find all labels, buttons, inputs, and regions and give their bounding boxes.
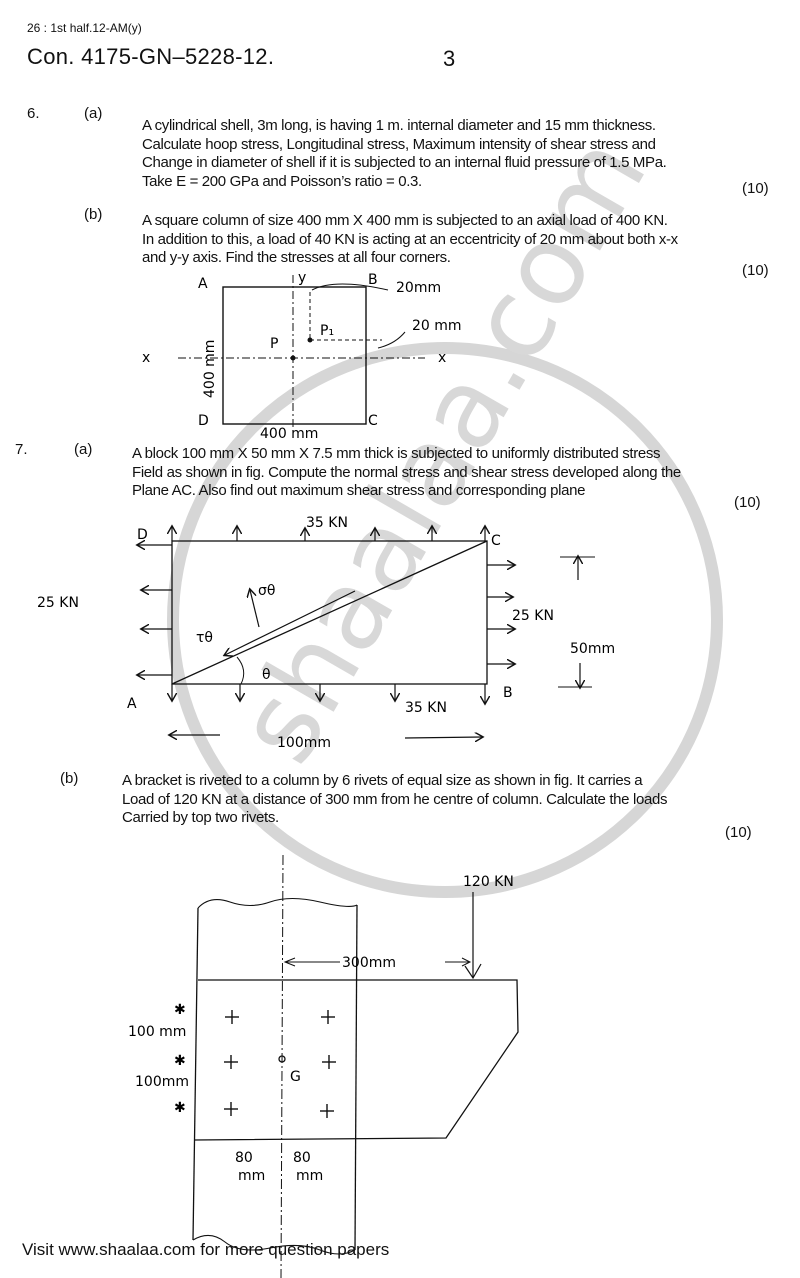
session-code: 26 : 1st half.12-AM(y) [27,21,142,35]
corner-c: C [368,413,378,429]
stress-block-figure: D C A B 35 KN 35 KN 25 KN 25 KN σθ τθ θ … [37,515,615,751]
q6a-marks: (10) [742,180,769,197]
q6b-marks: (10) [742,262,769,279]
gauge-right-unit: mm [296,1168,323,1184]
q6a-line: Take E = 200 GPa and Poisson’s ratio = 0… [142,172,422,190]
axis-y-label: y [298,270,306,286]
q6a-line: Change in diameter of shell if it is sub… [142,154,667,171]
corner-d: D [137,527,148,543]
corner-a: A [127,696,137,712]
load-bottom-label: 35 KN [405,700,447,716]
pitch-tick-icon: ✱ [174,1002,186,1018]
q6a-label: (a) [84,105,103,122]
pitch-tick-icon: ✱ [174,1100,186,1116]
q6a-line: Calculate hoop stress, Longitudinal stre… [142,135,656,153]
q7b-line: Carried by top two rivets. [122,809,279,826]
q6b-label: (b) [84,206,103,223]
corner-a: A [198,276,208,292]
q7a-text: A block 100 mm X 50 mm X 7.5 mm thick is… [132,445,681,501]
corner-d: D [198,413,209,429]
q7a-marks: (10) [734,494,761,511]
load-top-label: 35 KN [306,515,348,531]
question-number-7: 7. [15,441,28,458]
distance-label: 300mm [342,955,396,971]
q7b-text: A bracket is riveted to a column by 6 ri… [122,772,667,828]
bracket-figure: ✱ ✱ ✱ 120 KN 300mm 100 mm 100mm G 80 80 … [128,854,519,1278]
ecc-right-label: 20 mm [412,318,462,334]
q7b-line: Load of 120 KN at a distance of 300 mm f… [122,790,668,808]
q6b-text: A square column of size 400 mm X 400 mm … [142,212,678,268]
q7b-line: A bracket is riveted to a column by 6 ri… [122,772,643,789]
corner-b: B [503,685,513,701]
corner-b: B [368,272,378,288]
corner-c: C [491,533,501,549]
load-label: 120 KN [463,874,514,890]
axis-x-left-label: x [142,350,150,366]
q6a-text: A cylindrical shell, 3m long, is having … [142,117,667,191]
q7a-label: (a) [74,441,93,458]
q7a-line: Plane AC. Also find out maximum shear st… [132,482,586,499]
load-p1-label: P₁ [320,323,334,339]
q6b-line: and y-y axis. Find the stresses at all f… [142,249,451,266]
load-p-label: P [270,336,278,352]
angle-label: θ [262,667,271,683]
q7a-line: Field as shown in fig. Compute the norma… [132,463,681,481]
pitch-1-label: 100 mm [128,1024,186,1040]
q6b-line: A square column of size 400 mm X 400 mm … [142,212,668,229]
q6b-line: In addition to this, a load of 40 KN is … [142,230,678,248]
q7b-label: (b) [60,770,79,787]
length-label: 100mm [277,735,331,751]
ecc-top-label: 20mm [396,280,441,296]
centroid-label: G [290,1069,301,1085]
width-label: 400 mm [260,426,318,442]
paper-code: Con. 4175-GN–5228-12. [27,44,275,69]
shear-stress-label: τθ [196,630,213,646]
gauge-left-label: 80 [235,1150,253,1166]
load-left-label: 25 KN [37,595,79,611]
gauge-left-unit: mm [238,1168,265,1184]
pitch-2-label: 100mm [135,1074,189,1090]
q6a-line: A cylindrical shell, 3m long, is having … [142,117,656,134]
height-label: 50mm [570,641,615,657]
q7b-marks: (10) [725,824,752,841]
pitch-tick-icon: ✱ [174,1053,186,1069]
footer-link[interactable]: Visit www.shaalaa.com for more question … [22,1240,390,1259]
question-number-6: 6. [27,105,40,122]
normal-stress-label: σθ [258,583,275,599]
height-label: 400 mm [202,340,218,398]
page-number: 3 [443,46,456,71]
square-column-figure: A B C D y x x P P₁ 20mm 20 mm 400 mm 400… [142,270,462,442]
gauge-right-label: 80 [293,1150,311,1166]
q7a-line: A block 100 mm X 50 mm X 7.5 mm thick is… [132,445,661,462]
load-right-label: 25 KN [512,608,554,624]
axis-x-right-label: x [438,350,446,366]
